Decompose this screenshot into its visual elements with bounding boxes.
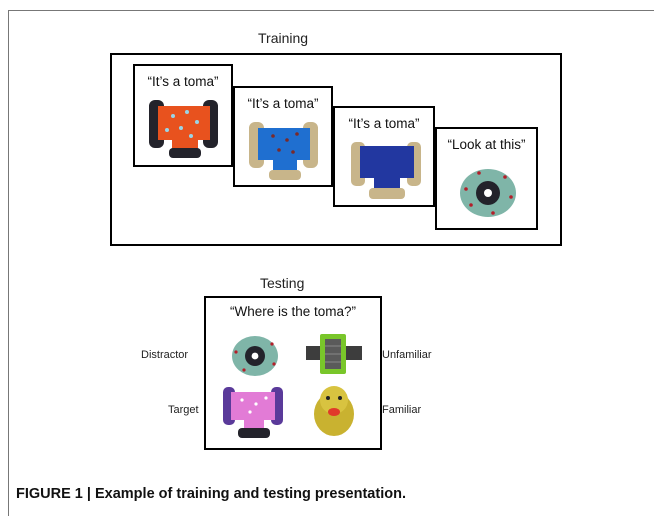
unfamiliar-object-image [306,334,362,374]
distractor-disc-image [232,336,278,376]
target-tee-pipe-image [223,387,283,438]
testing-title: Testing [260,275,305,291]
unfamiliar-label: Unfamiliar [382,349,432,361]
orange-tee-pipe-image [149,100,218,158]
training-card-1: “It’s a toma” [133,64,233,167]
familiar-label: Familiar [382,404,422,416]
card-1-quote: “It’s a toma” [147,74,219,89]
figure-caption: FIGURE 1 | Example of training and testi… [16,486,406,502]
training-card-4: “Look at this” [435,127,538,230]
training-title: Training [258,30,309,46]
navy-tee-pipe-image [351,142,421,199]
card-3-quote: “It’s a toma” [348,116,420,131]
card-2-quote: “It’s a toma” [247,96,319,111]
green-disc-image [460,169,516,217]
card-4-quote: “Look at this” [447,137,526,152]
familiar-duck-image [314,386,354,436]
target-label: Target [168,404,199,416]
blue-tee-pipe-image [249,122,318,180]
training-card-3: “It’s a toma” [333,106,435,207]
training-card-2: “It’s a toma” [233,86,333,187]
testing-question: “Where is the toma?” [229,304,357,319]
distractor-label: Distractor [141,349,189,361]
testing-panel: “Where is the toma?” [204,296,382,450]
figure-frame [8,10,654,516]
